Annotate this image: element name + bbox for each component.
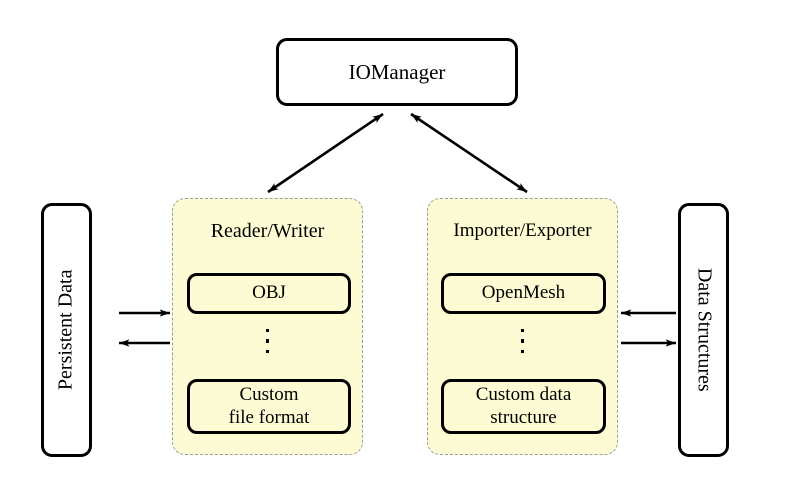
node-iomanager-label: IOManager	[348, 59, 446, 84]
node-openmesh[interactable]: OpenMesh	[441, 273, 606, 314]
group-panel-importer-exporter-title: Importer/Exporter	[453, 220, 592, 241]
node-data-structures[interactable]: Data Structures	[678, 203, 729, 457]
group-panel-reader-writer[interactable]: Reader/Writer OBJ Custom file format	[172, 198, 363, 455]
node-custom-file-format[interactable]: Custom file format	[187, 379, 351, 434]
node-custom-data-structure-line2: structure	[490, 406, 557, 428]
node-custom-file-format-line2: file format	[228, 406, 310, 428]
node-iomanager[interactable]: IOManager	[276, 38, 518, 106]
group-panel-reader-writer-title: Reader/Writer	[210, 220, 325, 242]
node-obj-label: OBJ	[252, 282, 286, 304]
connector-manager-importerexporter	[410, 112, 528, 194]
node-persistent-data-label: Persistent Data	[54, 269, 77, 391]
node-openmesh-label: OpenMesh	[481, 282, 566, 304]
node-custom-file-format-line1: Custom	[239, 383, 299, 405]
node-custom-data-structure-label: Custom data structure	[476, 384, 572, 430]
node-data-structures-label: Data Structures	[693, 268, 716, 392]
node-persistent-data[interactable]: Persistent Data	[41, 203, 92, 457]
node-custom-data-structure[interactable]: Custom data structure	[441, 379, 606, 434]
group-panel-importer-exporter[interactable]: Importer/Exporter OpenMesh Custom data s…	[427, 198, 618, 455]
node-obj[interactable]: OBJ	[187, 273, 351, 314]
ellipsis-icon-importer-exporter	[428, 329, 617, 354]
ellipsis-icon-reader-writer	[173, 329, 362, 354]
node-custom-data-structure-line1: Custom data	[475, 383, 572, 405]
node-custom-file-format-label: Custom file format	[229, 384, 310, 430]
connector-manager-readerwriter	[267, 112, 384, 194]
